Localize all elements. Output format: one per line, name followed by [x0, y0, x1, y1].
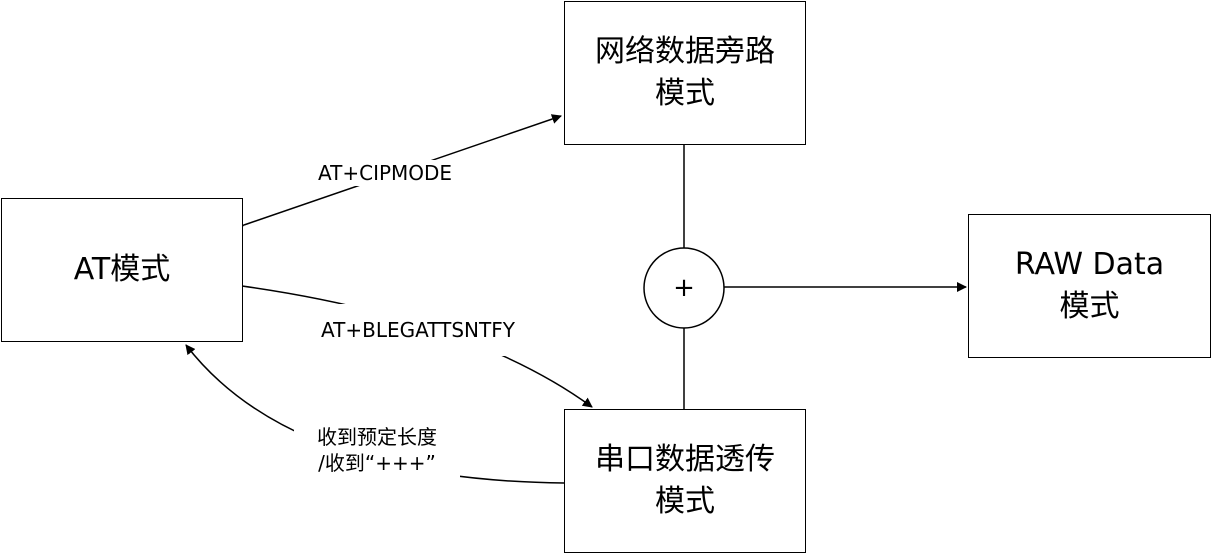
node-serial-passthrough-line1: 串口数据透传 [595, 442, 775, 477]
node-raw-data-line2: 模式 [1059, 289, 1120, 324]
edge-label-blegattsntfy: AT+BLEGATTSNTFY [299, 304, 537, 356]
node-at-mode: AT模式 [1, 198, 243, 342]
node-network-bypass-line2: 模式 [655, 76, 715, 111]
junction-plus-symbol: + [673, 273, 695, 303]
node-at-mode-label: AT模式 [73, 252, 171, 287]
node-serial-passthrough-line2: 模式 [655, 484, 715, 519]
edge-label-cipmode: AT+CIPMODE [314, 160, 457, 186]
junction-circle [643, 247, 725, 329]
node-serial-passthrough: 串口数据透传 模式 [564, 409, 806, 553]
node-network-bypass-line1: 网络数据旁路 [595, 34, 775, 69]
node-raw-data-line1: RAW Data [1014, 247, 1165, 282]
edge-label-return-line1: 收到预定长度 [317, 425, 437, 449]
node-network-bypass: 网络数据旁路 模式 [564, 1, 806, 145]
node-raw-data: RAW Data 模式 [968, 214, 1211, 358]
edge-label-return-line2: /收到“+++” [318, 451, 436, 475]
edge-label-return-to-at: 收到预定长度 /收到“+++” [294, 422, 460, 478]
edge-label-cipmode-text: AT+CIPMODE [318, 161, 453, 185]
edge-label-blegattsntfy-text: AT+BLEGATTSNTFY [321, 318, 515, 342]
